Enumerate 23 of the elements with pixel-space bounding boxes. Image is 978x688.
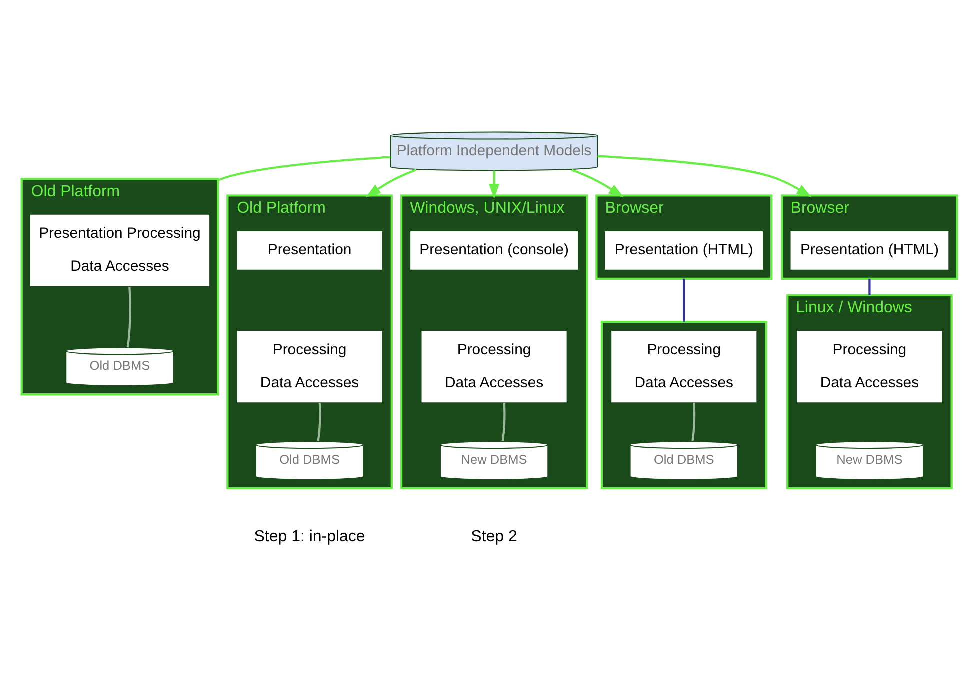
arrow xyxy=(488,170,500,198)
arrow xyxy=(570,168,624,197)
arrow xyxy=(366,168,416,198)
node-box: Processing Data Accesses xyxy=(420,330,568,404)
arrow xyxy=(597,154,812,197)
connector xyxy=(682,278,685,322)
connector xyxy=(217,156,390,181)
connector xyxy=(316,402,321,441)
node-box: Processing Data Accesses xyxy=(796,330,943,404)
label: Step 1: in-place xyxy=(254,528,365,545)
node-box: Presentation (HTML) xyxy=(789,230,950,270)
connector xyxy=(501,402,506,441)
node-box: Presentation Processing Data Accesses xyxy=(28,213,210,287)
node-box: Presentation xyxy=(236,230,383,270)
connector xyxy=(691,402,696,441)
cluster xyxy=(600,320,767,490)
node-box: Presentation (HTML) xyxy=(604,230,764,270)
node-box: Processing Data Accesses xyxy=(610,330,758,404)
connector xyxy=(868,278,870,295)
node-box: Presentation (console) xyxy=(409,230,579,270)
node-box: Processing Data Accesses xyxy=(236,330,383,404)
label: Step 2 xyxy=(470,528,517,545)
connector xyxy=(126,286,131,348)
